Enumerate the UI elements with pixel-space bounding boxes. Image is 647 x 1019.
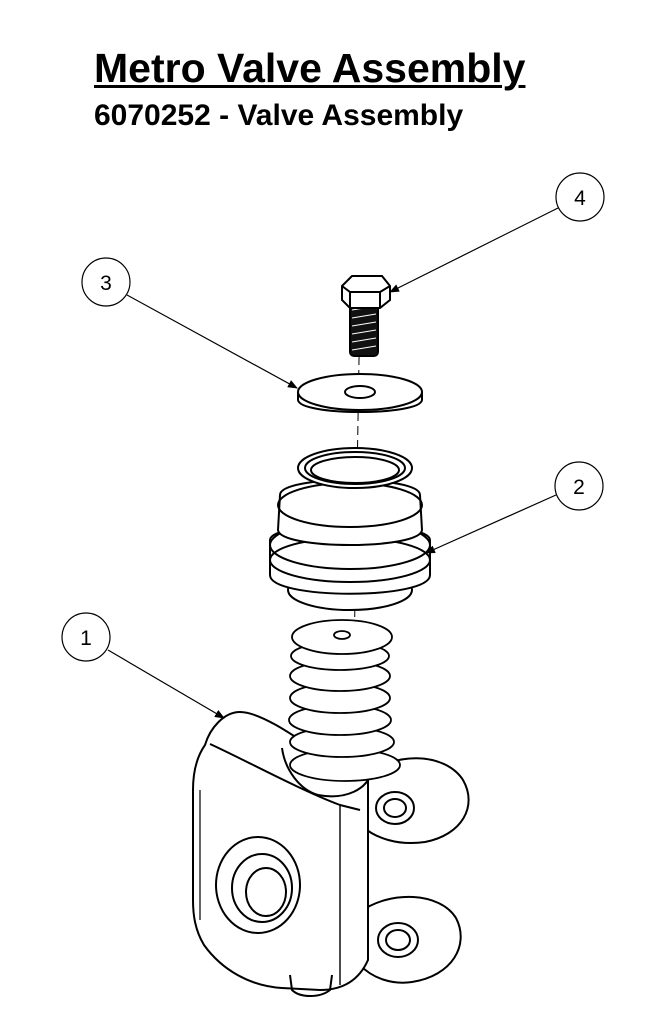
valve-body-part bbox=[192, 711, 470, 997]
page-title: Metro Valve Assembly bbox=[94, 45, 526, 91]
leader-line-4 bbox=[389, 207, 559, 293]
washer-part bbox=[297, 373, 423, 413]
leader-line-2 bbox=[425, 494, 557, 554]
leader-line-3 bbox=[126, 294, 298, 389]
callout-label-3: 3 bbox=[100, 272, 112, 295]
diaphragm-part bbox=[269, 447, 431, 611]
spring-part bbox=[288, 619, 401, 782]
callout-label-4: 4 bbox=[574, 187, 586, 210]
callout-label-2: 2 bbox=[573, 476, 585, 499]
page-subtitle: 6070252 - Valve Assembly bbox=[94, 99, 464, 132]
callout-balloon-1: 1 bbox=[61, 612, 111, 662]
leader-line-1 bbox=[107, 649, 225, 719]
callout-balloon-3: 3 bbox=[81, 257, 131, 307]
hex-bolt-part bbox=[341, 275, 391, 357]
callout-balloon-4: 4 bbox=[555, 172, 605, 222]
callout-label-1: 1 bbox=[80, 627, 92, 650]
leader-lines bbox=[107, 207, 559, 719]
callout-balloon-2: 2 bbox=[554, 461, 604, 511]
